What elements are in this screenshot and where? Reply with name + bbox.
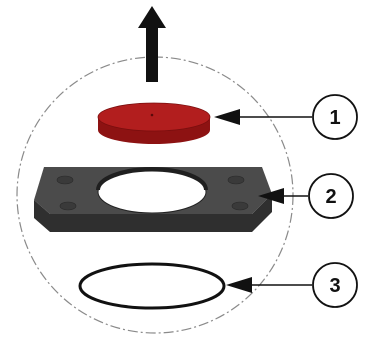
callout-2: 2 — [308, 173, 354, 219]
callout-1: 1 — [312, 94, 358, 140]
callout-1-label: 1 — [329, 107, 340, 129]
o-ring-part — [78, 262, 226, 310]
leader-line-2 — [258, 188, 308, 204]
callout-3-label: 3 — [329, 275, 340, 297]
leader-line-3 — [226, 277, 312, 293]
callout-3: 3 — [312, 262, 358, 308]
flange-plate-part — [34, 167, 272, 232]
callout-2-label: 2 — [325, 186, 336, 208]
up-arrow-icon — [138, 6, 166, 82]
red-disc-part — [97, 102, 211, 144]
leader-line-1 — [214, 109, 312, 125]
